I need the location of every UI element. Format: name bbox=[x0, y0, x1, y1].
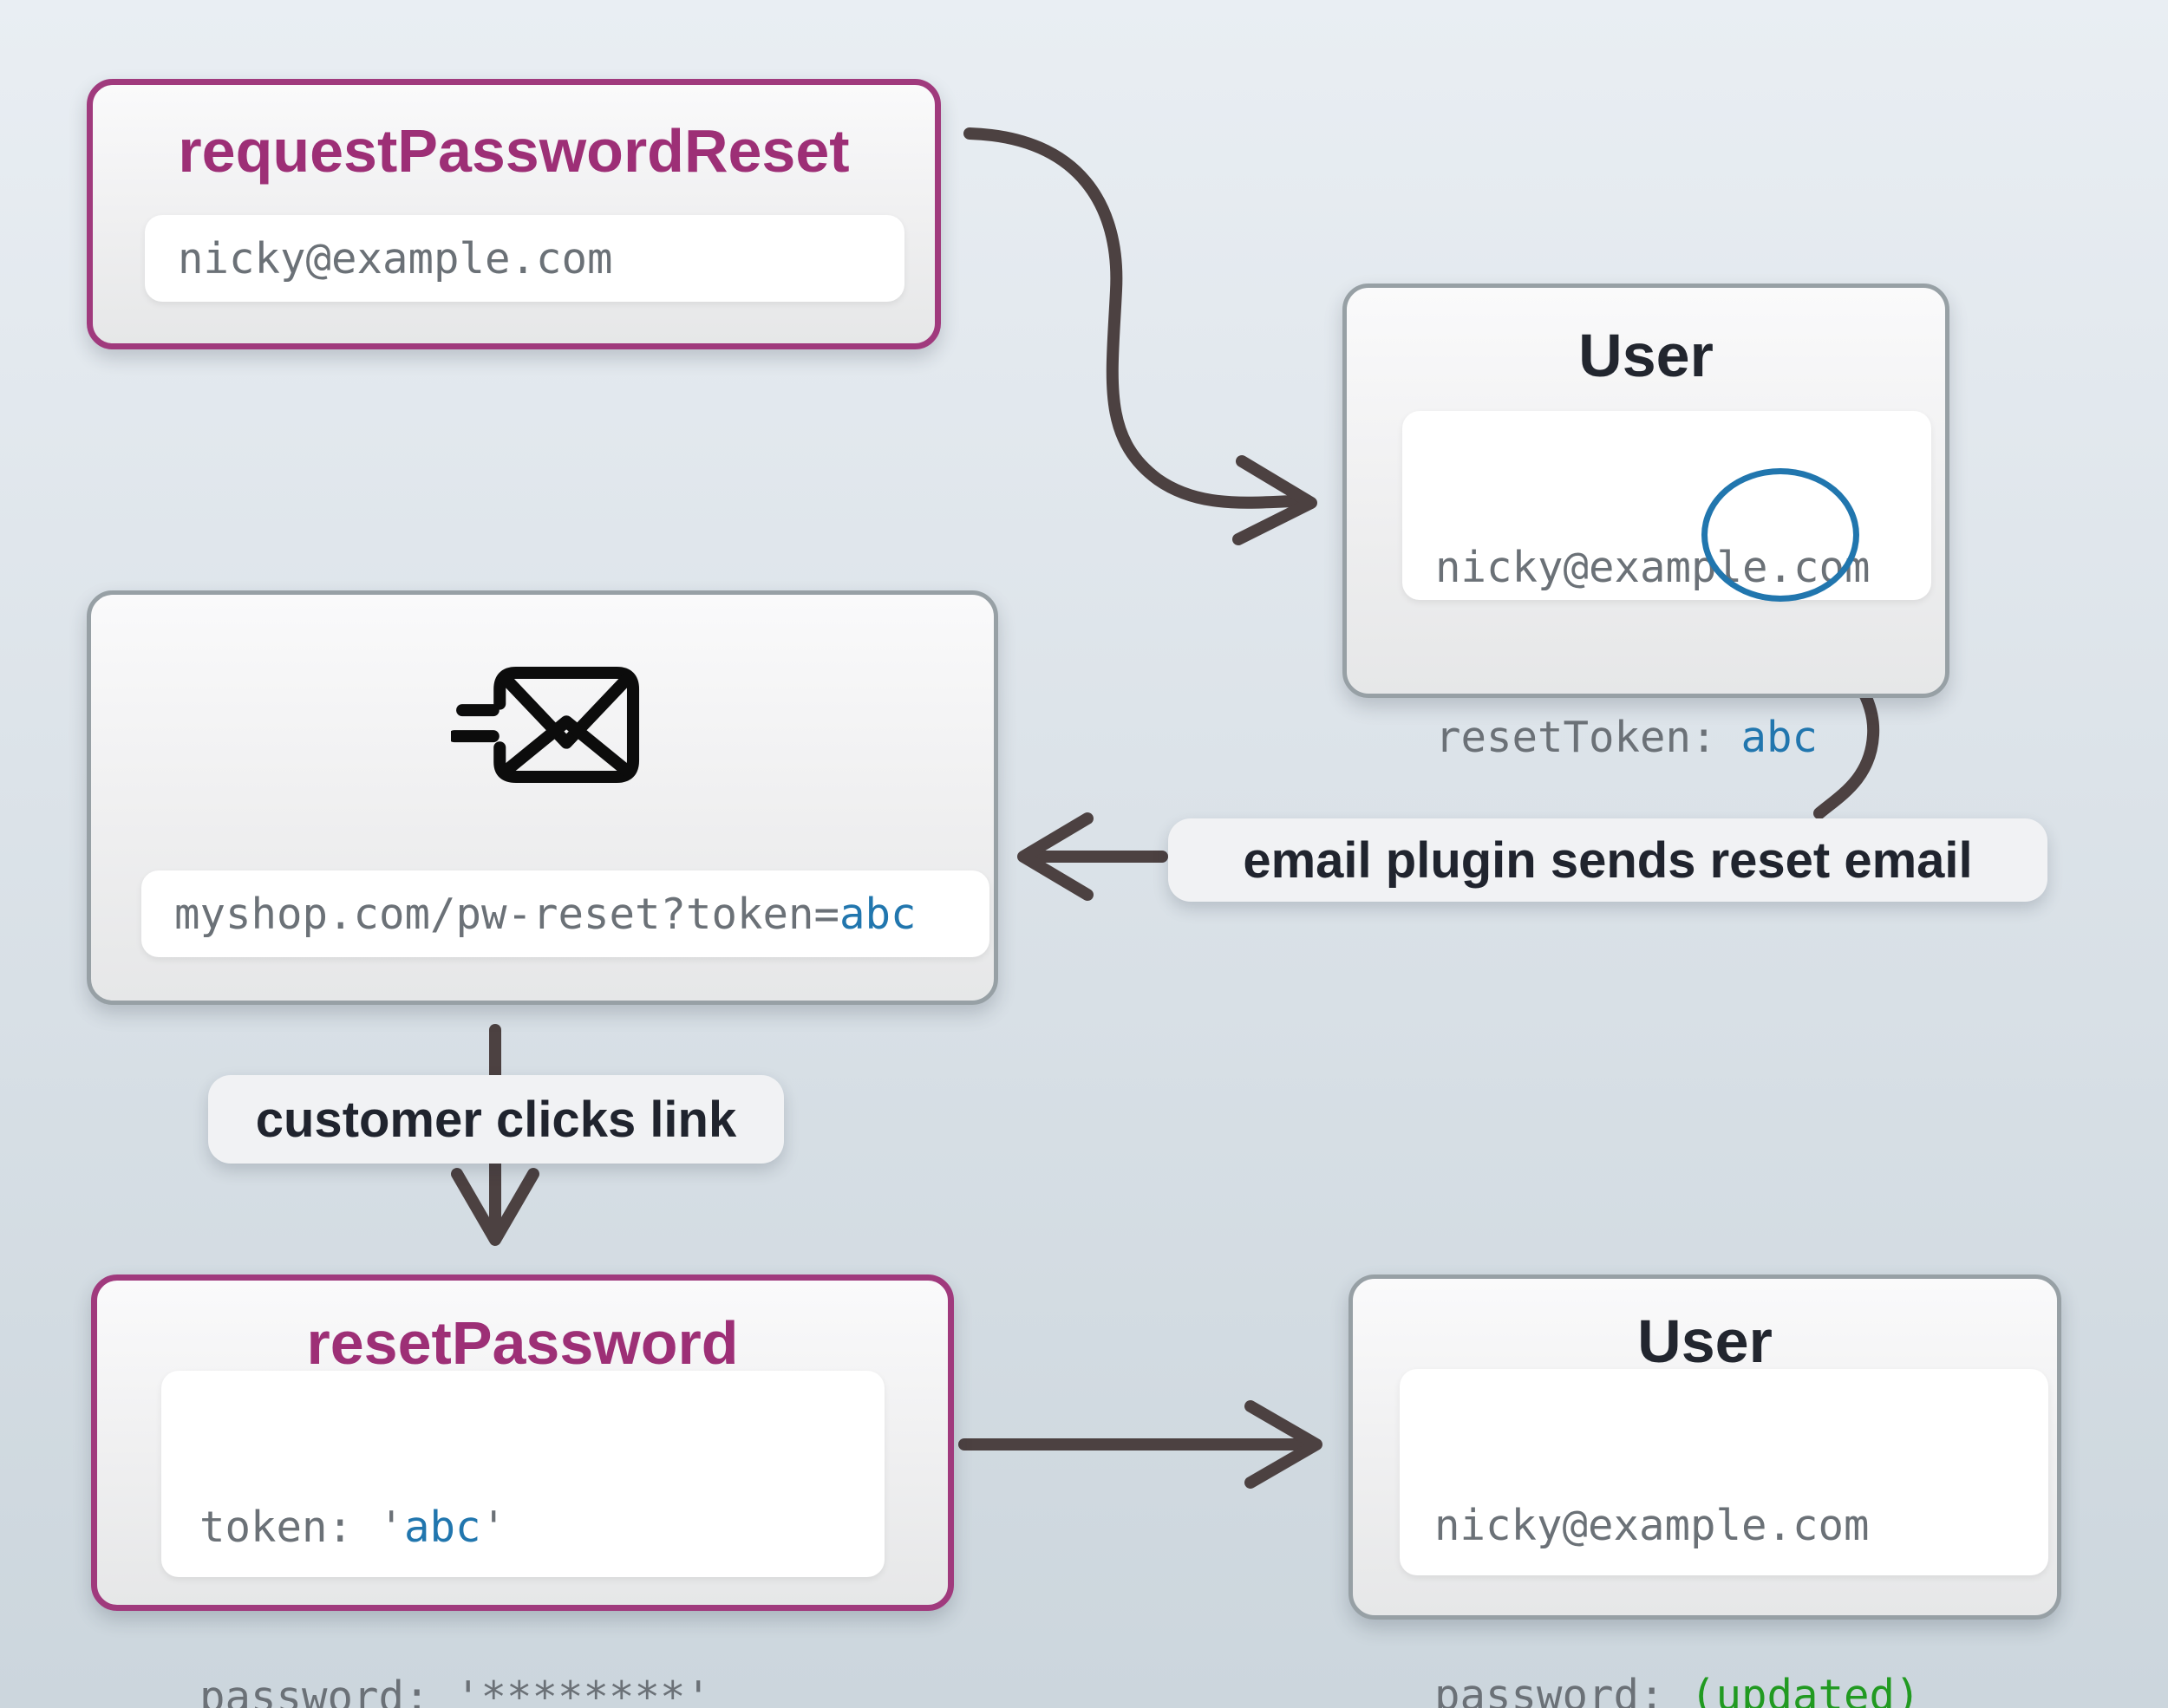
token-line: token: 'abc' bbox=[199, 1492, 885, 1563]
arrowhead-request-to-user bbox=[1232, 455, 1317, 545]
token-value: abc bbox=[404, 1503, 481, 1552]
token-suffix: ' bbox=[480, 1503, 507, 1552]
annotation-customer-clicks: customer clicks link bbox=[208, 1075, 784, 1164]
reset-token-label: resetToken: bbox=[1435, 713, 1717, 762]
node-user-bottom: User nicky@example.com password: (update… bbox=[1348, 1274, 2061, 1708]
node-reset-password: resetPassword token: 'abc' password: '**… bbox=[91, 1274, 954, 1708]
reset-url-field: myshop.com/pw-reset?token=abc bbox=[141, 870, 989, 957]
node-title-reset-password: resetPassword bbox=[306, 1309, 739, 1377]
reset-token-value: abc bbox=[1740, 713, 1819, 762]
reset-url-prefix: myshop.com/pw-reset?token= bbox=[174, 889, 840, 939]
password-label: password: bbox=[1434, 1671, 1691, 1708]
email-input-field: nicky@example.com bbox=[145, 215, 904, 302]
password-updated-value: (updated) bbox=[1690, 1671, 1921, 1708]
reset-password-args-card: token: 'abc' password: '********' bbox=[161, 1371, 885, 1708]
node-title-user-top: User bbox=[1578, 322, 1714, 389]
node-reset-email: myshop.com/pw-reset?token=abc bbox=[87, 590, 998, 1005]
user-bottom-record-card: nicky@example.com password: (updated) bbox=[1400, 1369, 2048, 1708]
user-bottom-password-line: password: (updated) bbox=[1434, 1660, 2048, 1708]
node-request-password-reset: requestPasswordReset nicky@example.com bbox=[87, 79, 941, 349]
send-email-icon bbox=[447, 638, 646, 812]
reset-url-token: abc bbox=[839, 889, 917, 939]
arrow-request-to-user bbox=[963, 127, 1300, 509]
node-title-user-bottom: User bbox=[1637, 1307, 1773, 1375]
node-user-top: User nicky@example.com resetToken:abc bbox=[1342, 284, 1949, 762]
email-value: nicky@example.com bbox=[178, 233, 613, 284]
token-prefix: token: ' bbox=[199, 1503, 405, 1552]
user-bottom-email-line: nicky@example.com bbox=[1434, 1501, 1870, 1550]
password-line: password: '********' bbox=[199, 1672, 712, 1708]
user-top-record-card: nicky@example.com resetToken:abc bbox=[1402, 411, 1931, 762]
arrowhead-label-to-email bbox=[1017, 812, 1094, 901]
user-top-token-line: resetToken: abc bbox=[1435, 702, 1931, 773]
reset-token-highlight-circle bbox=[1701, 468, 1859, 602]
arrowhead-email-to-reset bbox=[451, 1168, 539, 1246]
annotation-email-plugin: email plugin sends reset email bbox=[1168, 818, 2047, 902]
arrowhead-reset-to-user bbox=[1244, 1400, 1322, 1489]
node-title-request-password-reset: requestPasswordReset bbox=[178, 117, 850, 185]
